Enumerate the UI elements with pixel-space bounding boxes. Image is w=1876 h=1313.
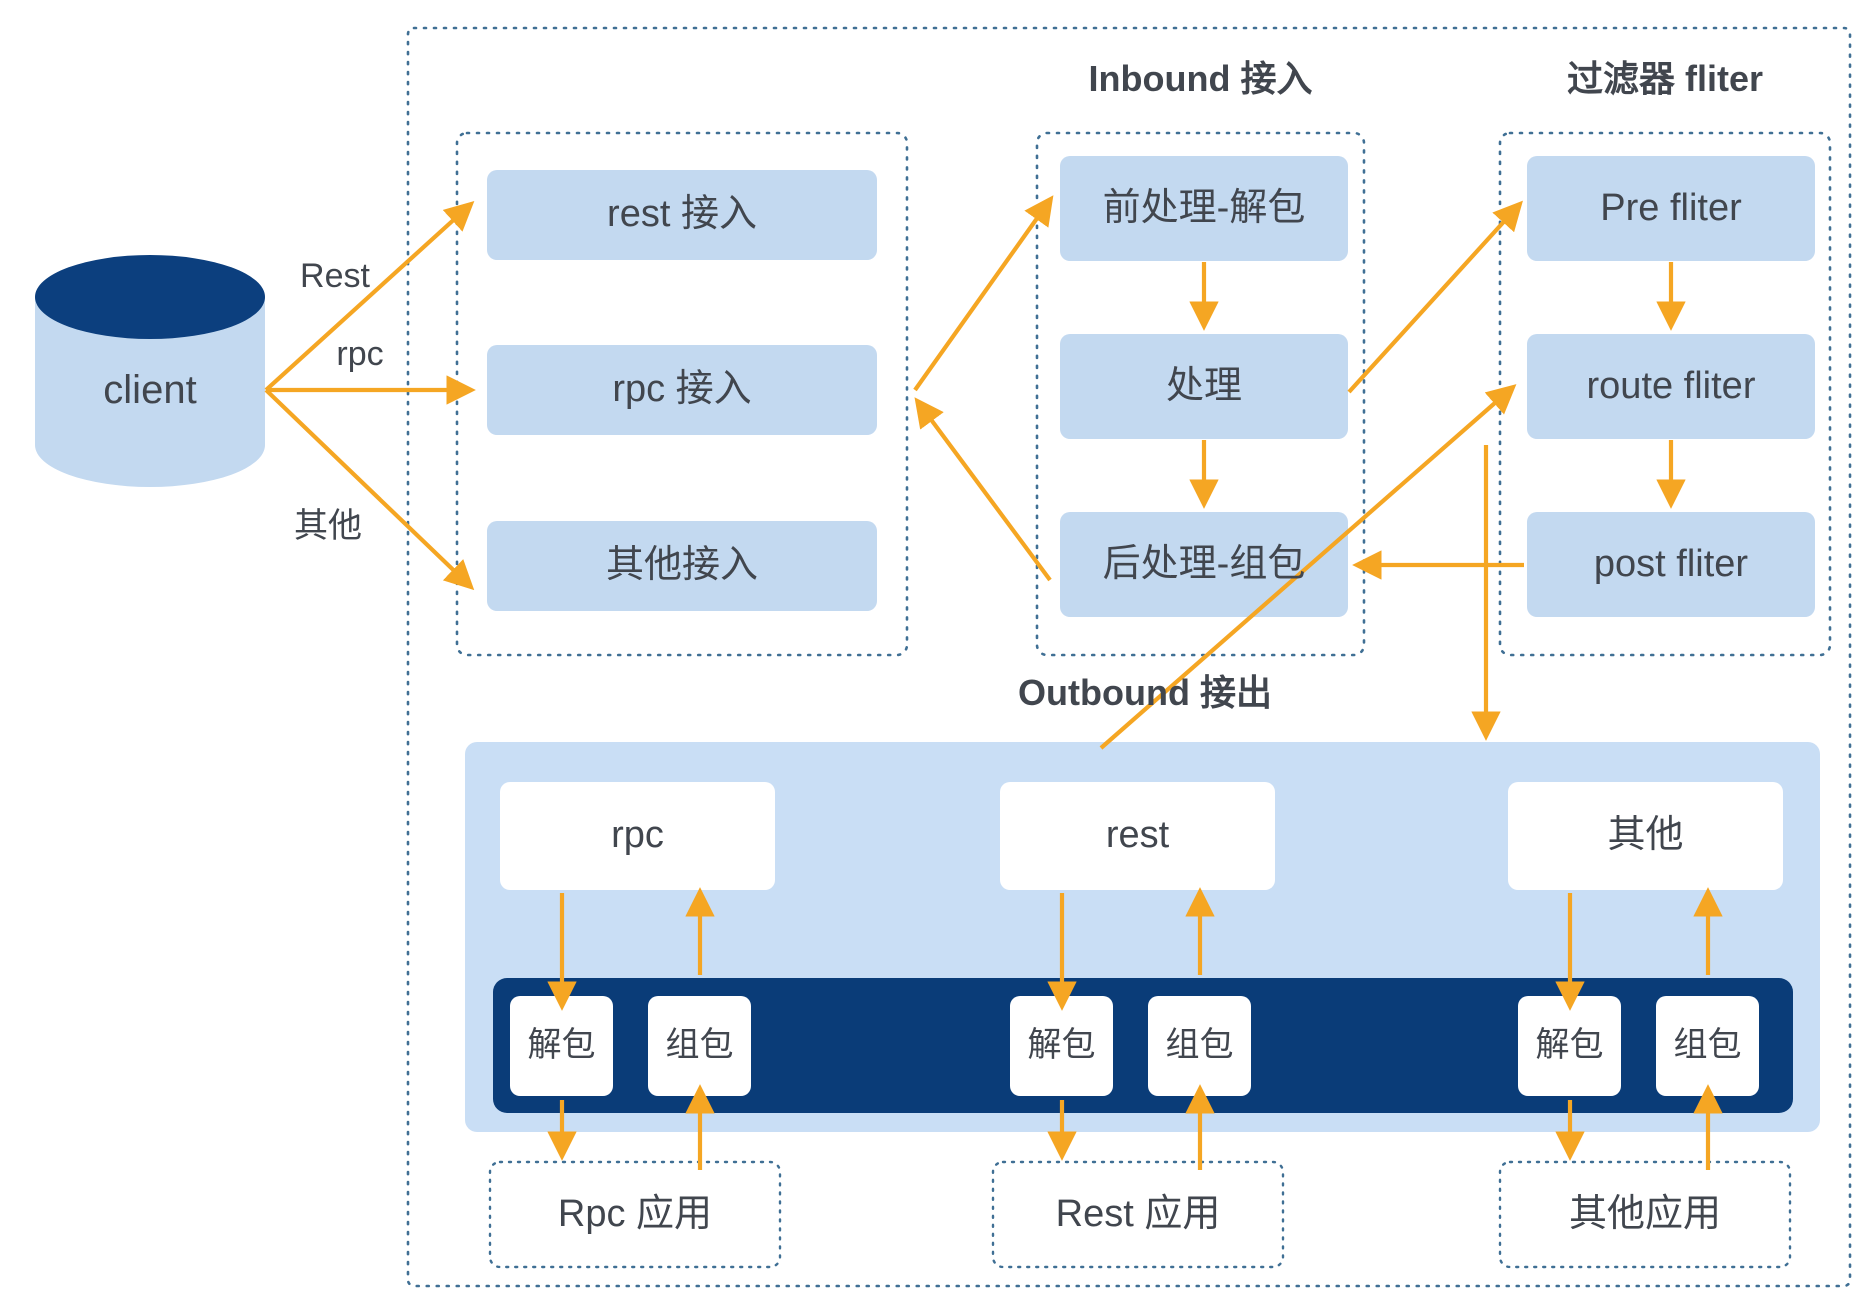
app-box-other[interactable] — [1498, 1160, 1792, 1269]
outbound-protocol-rpc[interactable] — [500, 782, 775, 890]
inbound-box-pre[interactable] — [1060, 156, 1348, 261]
filter-box-pre[interactable] — [1527, 156, 1815, 261]
outbound-protocol-other[interactable] — [1508, 782, 1783, 890]
arrow-post-to-accessor — [914, 397, 1052, 582]
arrow-outbound-to-routefilter — [1099, 384, 1517, 750]
accessor-box-rpc[interactable] — [487, 345, 877, 435]
codec-unpack-rest[interactable] — [1010, 996, 1113, 1096]
app-box-rest[interactable] — [991, 1160, 1285, 1269]
arrow-process-to-prefilter — [1347, 200, 1523, 394]
codec-unpack-rpc[interactable] — [510, 996, 613, 1096]
arrow-client-to-rest — [264, 201, 475, 392]
codec-bar — [493, 978, 1793, 1113]
codec-unpack-other[interactable] — [1518, 996, 1621, 1096]
inbound-box-process[interactable] — [1060, 334, 1348, 439]
app-box-rpc[interactable] — [488, 1160, 782, 1269]
client-cylinder — [35, 255, 265, 487]
arrow-accessor-to-pre — [913, 195, 1054, 392]
accessor-box-other[interactable] — [487, 521, 877, 611]
outer-frame — [406, 26, 1852, 1288]
codec-pack-rest[interactable] — [1148, 996, 1251, 1096]
arrow-client-to-other — [264, 388, 475, 591]
filter-box-post[interactable] — [1527, 512, 1815, 617]
accessor-box-rest[interactable] — [487, 170, 877, 260]
outbound-protocol-rest[interactable] — [1000, 782, 1275, 890]
filter-box-route[interactable] — [1527, 334, 1815, 439]
inbound-box-post[interactable] — [1060, 512, 1348, 617]
codec-pack-rpc[interactable] — [648, 996, 751, 1096]
codec-pack-other[interactable] — [1656, 996, 1759, 1096]
